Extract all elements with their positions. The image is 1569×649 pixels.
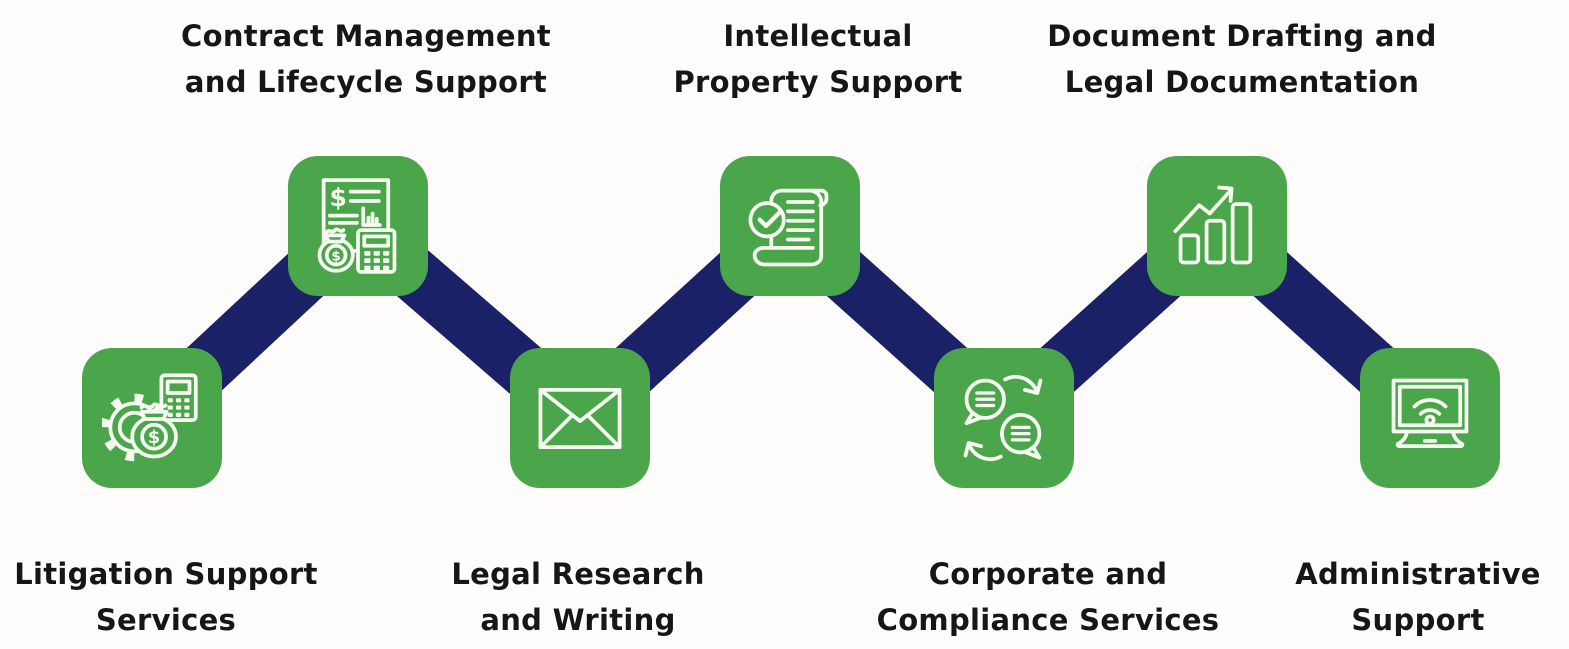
tile-legal-research-writing [510,348,650,488]
growth-bars-arrow-icon [1173,185,1253,265]
label-line: and Writing [480,603,676,637]
label-document-drafting: Document Drafting and Legal Documentatio… [1047,13,1436,105]
label-intellectual-property: Intellectual Property Support [673,13,962,105]
label-contract-management: Contract Management and Lifecycle Suppor… [181,13,551,105]
dollar-glyph: $ [331,248,340,264]
monitor-wifi-icon [1391,378,1469,448]
label-line: Property Support [673,65,963,99]
tile-administrative-support [1360,348,1500,488]
label-line: Administrative [1295,557,1541,591]
tile-litigation-support-services: $ [82,348,222,488]
label-line: Contract Management [181,19,551,53]
label-line: Services [95,603,237,637]
gear-moneybag-calculator-icon: $ [102,373,198,462]
label-line: Litigation Support [14,557,318,591]
label-line: Document Drafting and [1047,19,1437,53]
label-line: Compliance Services [876,603,1220,637]
label-litigation-support-services: Litigation Support Services [14,551,318,643]
label-line: and Lifecycle Support [184,65,548,99]
dollar-glyph: $ [148,428,160,448]
chat-exchange-icon [963,374,1043,462]
envelope-icon [538,388,622,450]
label-legal-research-writing: Legal Research and Writing [451,551,704,643]
label-line: Support [1351,603,1485,637]
scroll-checkmark-icon [748,188,829,267]
label-line: Legal Documentation [1064,65,1420,99]
invoice-moneybag-calculator-icon: $ $ [317,178,397,274]
label-line: Legal Research [451,557,705,591]
tile-corporate-compliance [934,348,1074,488]
dollar-glyph: $ [330,183,347,212]
label-line: Corporate and [928,557,1168,591]
tile-contract-management: $ $ [288,156,428,296]
label-corporate-compliance: Corporate and Compliance Services [877,551,1220,643]
label-line: Intellectual [723,19,913,53]
label-administrative-support: Administrative Support [1295,551,1541,643]
tile-document-drafting [1147,156,1287,296]
tile-intellectual-property [720,156,860,296]
